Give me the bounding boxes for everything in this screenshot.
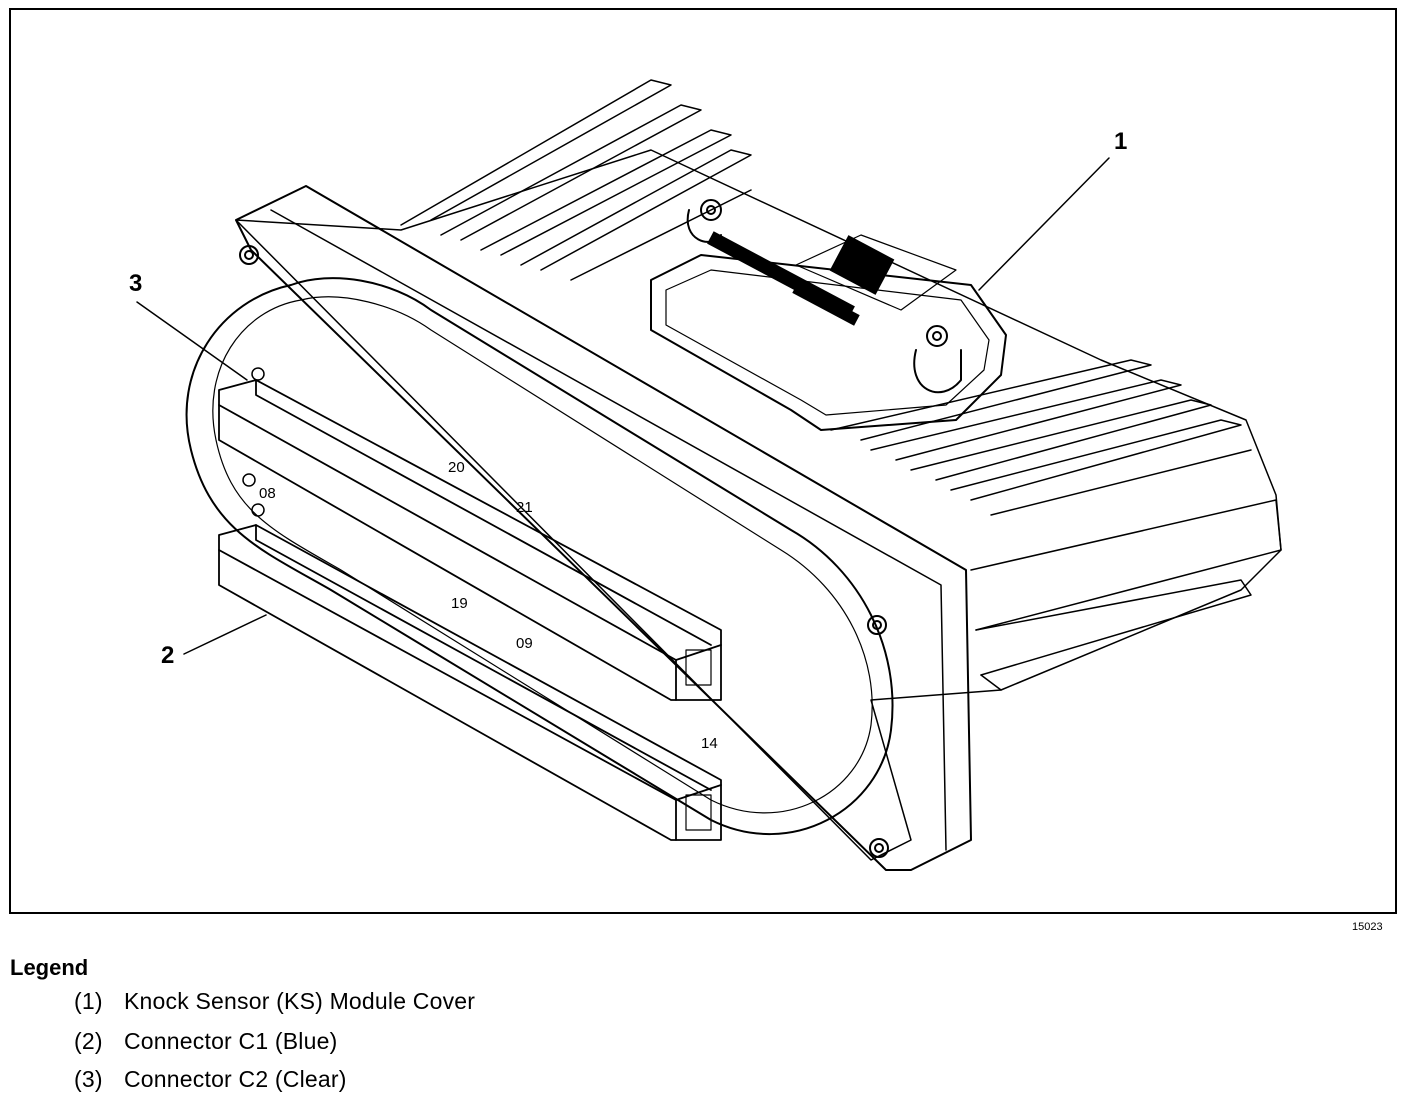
legend-item-number: (1) [74,988,103,1014]
marking-14: 14 [701,735,718,752]
legend-item-number: (3) [74,1066,103,1092]
figure-id: 15023 [1352,921,1383,933]
legend-item-label: Connector C2 (Clear) [124,1066,347,1092]
legend-item: (2) Connector C1 (Blue) [74,1028,337,1055]
marking-19: 19 [451,595,468,612]
legend-item: (3) Connector C2 (Clear) [74,1066,347,1093]
callout-1: 1 [1114,128,1128,155]
marking-20: 20 [448,459,465,476]
legend-item-label: Knock Sensor (KS) Module Cover [124,988,476,1014]
marking-09: 09 [516,635,533,652]
callout-2: 2 [161,642,175,669]
callout-3: 3 [129,270,143,297]
legend-item: (1) Knock Sensor (KS) Module Cover [74,988,475,1015]
legend-item-number: (2) [74,1028,103,1054]
legend-item-label: Connector C1 (Blue) [124,1028,338,1054]
marking-21: 21 [516,499,533,516]
marking-08: 08 [259,485,276,502]
ecm-module-drawing: 20 21 19 09 14 08 [136,79,1282,871]
legend-title: Legend [10,955,89,980]
diagram-frame: 20 21 19 09 14 08 1 3 2 [9,8,1397,914]
